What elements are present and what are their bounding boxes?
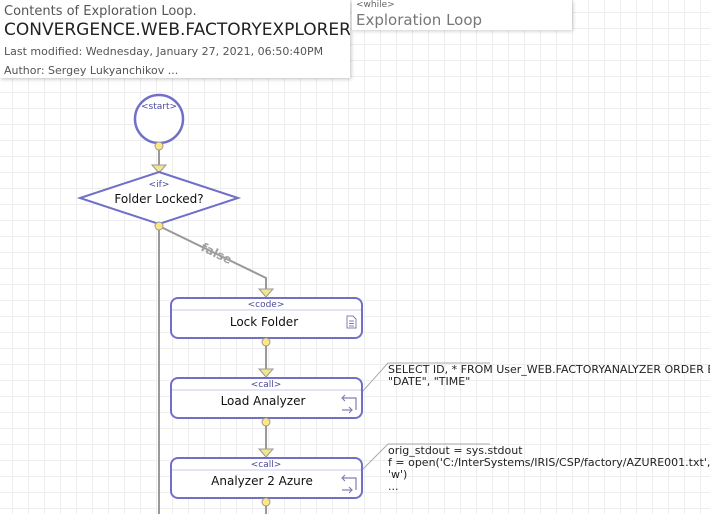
lock-folder-node[interactable]: <code> Lock Folder bbox=[170, 297, 363, 339]
annotation-leader-azure bbox=[361, 443, 490, 471]
lock-output-dot bbox=[261, 337, 271, 347]
if-output-dot bbox=[154, 221, 164, 231]
annotation-line: 'w') bbox=[388, 468, 408, 481]
annotation-line: "DATE", "TIME" bbox=[388, 375, 471, 388]
start-tag: <start> bbox=[141, 102, 177, 112]
class-name: CONVERGENCE.WEB.FACTORYEXPLORERAZURE bbox=[4, 20, 350, 40]
analyzer-azure-label: Analyzer 2 Azure bbox=[211, 474, 313, 488]
analyzer-azure-node[interactable]: <call> Analyzer 2 Azure bbox=[170, 457, 363, 499]
last-modified: Last modified: Wednesday, January 27, 20… bbox=[4, 45, 324, 58]
while-tag: <while> bbox=[356, 0, 395, 10]
annotation-analyzer-azure: orig_stdout = sys.stdout f = open('C:/In… bbox=[388, 445, 710, 493]
if-label: Folder Locked? bbox=[114, 192, 203, 206]
annotation-line: SELECT ID, * FROM User_WEB.FACTORYANALYZ… bbox=[388, 363, 710, 376]
azure-input-triangle bbox=[257, 448, 275, 458]
start-output-dot bbox=[154, 141, 164, 151]
code-document-icon bbox=[346, 315, 357, 329]
analyzer-azure-tag: <call> bbox=[251, 460, 282, 470]
while-panel: <while> Exploration Loop bbox=[352, 0, 572, 30]
info-panel: Contents of Exploration Loop. CONVERGENC… bbox=[0, 0, 350, 78]
load-analyzer-node[interactable]: <call> Load Analyzer bbox=[170, 377, 363, 419]
false-label: false bbox=[199, 240, 235, 267]
annotation-line: orig_stdout = sys.stdout bbox=[388, 444, 523, 457]
annotation-load-analyzer: SELECT ID, * FROM User_WEB.FACTORYANALYZ… bbox=[388, 364, 710, 388]
call-arrows-icon bbox=[341, 394, 357, 414]
author: Author: Sergey Lukyanchikov ... bbox=[4, 64, 179, 77]
load-analyzer-tag: <call> bbox=[251, 380, 282, 390]
load-input-triangle bbox=[257, 368, 275, 378]
lock-input-triangle bbox=[257, 288, 275, 298]
annotation-leader-load bbox=[361, 362, 490, 393]
annotation-line: f = open('C:/InterSystems/IRIS/CSP/facto… bbox=[388, 456, 710, 469]
while-name: Exploration Loop bbox=[356, 11, 483, 29]
load-output-dot bbox=[261, 417, 271, 427]
connector-if-false-branch bbox=[158, 225, 267, 292]
if-node[interactable]: <if> Folder Locked? bbox=[76, 170, 242, 226]
azure-output-dot bbox=[261, 497, 271, 507]
lock-folder-tag: <code> bbox=[248, 300, 285, 310]
if-input-triangle bbox=[150, 164, 168, 174]
start-node[interactable]: <start> bbox=[133, 93, 185, 145]
annotation-line: ... bbox=[388, 480, 399, 493]
context-title: Contents of Exploration Loop. bbox=[4, 4, 197, 19]
if-tag: <if> bbox=[149, 180, 170, 190]
load-analyzer-label: Load Analyzer bbox=[221, 394, 306, 408]
lock-folder-label: Lock Folder bbox=[230, 315, 298, 329]
annotation-leaders bbox=[361, 362, 490, 471]
call-arrows-icon bbox=[341, 474, 357, 494]
